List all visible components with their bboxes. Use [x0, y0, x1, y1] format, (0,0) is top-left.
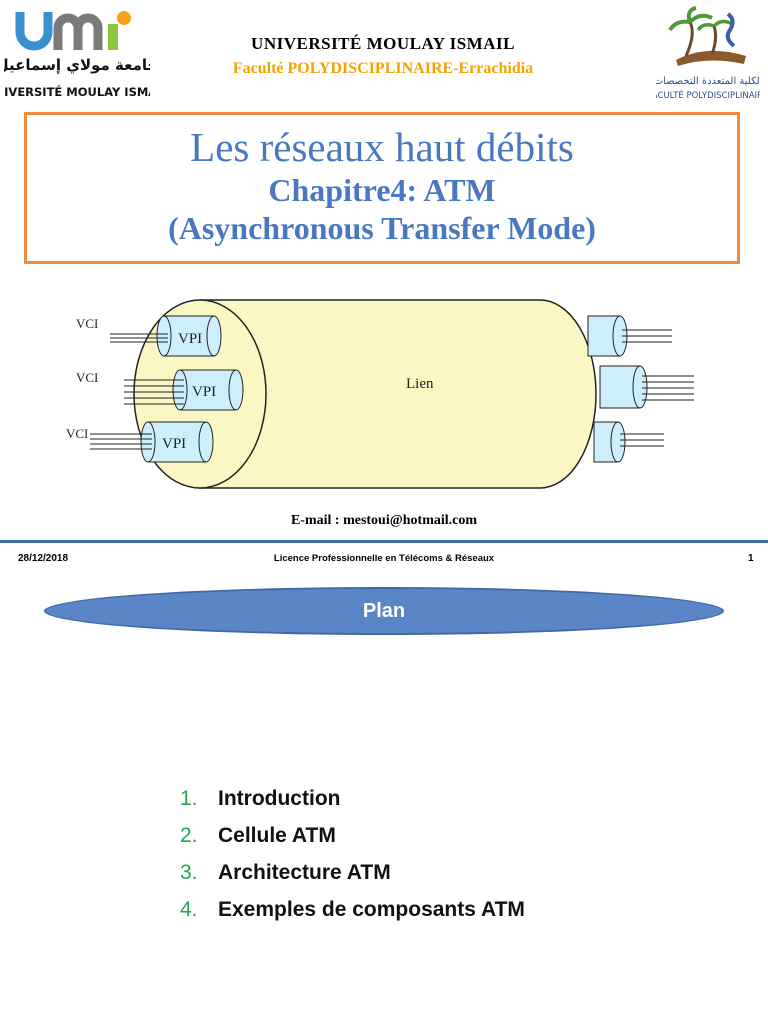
logo-latin-text: UNIVERSITÉ MOULAY ISMAÏL: [4, 84, 150, 99]
faculty-logo-arabic: الكلية المتعددة التخصصات: [656, 76, 760, 87]
list-item: 4. Exemples de composants ATM: [180, 891, 525, 928]
vci-label-1: VCI: [76, 316, 98, 331]
list-item-label: Introduction: [218, 786, 341, 810]
faculty-name: Faculté POLYDISCIPLINAIRE-Errachidia: [232, 60, 534, 77]
footer-date: 28/12/2018: [18, 553, 69, 564]
vci-lines-left: [90, 333, 184, 450]
plan-title: Plan: [362, 599, 406, 622]
vpi-tube-right-1: [587, 315, 628, 357]
list-item-number: 2.: [180, 823, 198, 847]
university-logo: جامعة مولاي إسماعيل UNIVERSITÉ MOULAY IS…: [0, 4, 169, 104]
plan-header: Plan: [44, 587, 724, 635]
list-item-label: Cellule ATM: [218, 823, 336, 847]
title-box: Les réseaux haut débits Chapitre4: ATM (…: [24, 112, 740, 264]
plan-list: 1. Introduction 2. Cellule ATM 3. Architect…: [180, 780, 525, 928]
university-name: UNIVERSITÉ MOULAY ISMAIL: [251, 34, 515, 53]
list-item-number: 1.: [180, 786, 198, 810]
list-item: 2. Cellule ATM: [180, 817, 525, 854]
list-item-label: Architecture ATM: [218, 860, 391, 884]
link-cylinder: [199, 299, 597, 489]
faculty-logo: الكلية المتعددة التخصصات FACULTÉ POLYDIS…: [648, 4, 768, 104]
list-item-number: 3.: [180, 860, 198, 884]
vpi-tube-right-2: [599, 365, 648, 409]
logo-arabic-text: جامعة مولاي إسماعيل: [4, 56, 150, 75]
vpi-label-2: VPI: [192, 384, 216, 400]
footer-page-number: 1: [748, 553, 754, 564]
vci-lines-right: [620, 329, 694, 447]
link-label: Lien: [406, 376, 434, 392]
title-slide: جامعة مولاي إسماعيل UNIVERSITÉ MOULAY IS…: [0, 4, 768, 528]
vpi-label-3: VPI: [162, 436, 186, 452]
chapter-title: Chapitre4: ATM: [268, 172, 496, 208]
chapter-subtitle: (Asynchronous Transfer Mode): [168, 210, 596, 246]
footer-course: Licence Professionnelle en Télécoms & Ré…: [273, 553, 495, 564]
vci-label-2: VCI: [76, 370, 98, 385]
faculty-logo-latin: FACULTÉ POLYDISCIPLINAIRE: [656, 89, 760, 101]
list-item-number: 4.: [180, 897, 198, 921]
vpi-label-1: VPI: [178, 331, 202, 347]
vpi-tube-3: VPI: [140, 421, 214, 463]
slide-title: Les réseaux haut débits: [190, 124, 574, 170]
list-item-label: Exemples de composants ATM: [218, 897, 525, 921]
list-item: 1. Introduction: [180, 780, 525, 817]
slide-divider: [0, 540, 768, 543]
atm-vp-vc-diagram: Lien VPI VPI VPI: [60, 296, 700, 492]
vci-label-3: VCI: [66, 426, 88, 441]
contact-email: E-mail : mestoui@hotmail.com: [290, 513, 478, 528]
list-item: 3. Architecture ATM: [180, 854, 525, 891]
vpi-tube-right-3: [593, 421, 626, 463]
vpi-tube-1: VPI: [156, 315, 222, 357]
